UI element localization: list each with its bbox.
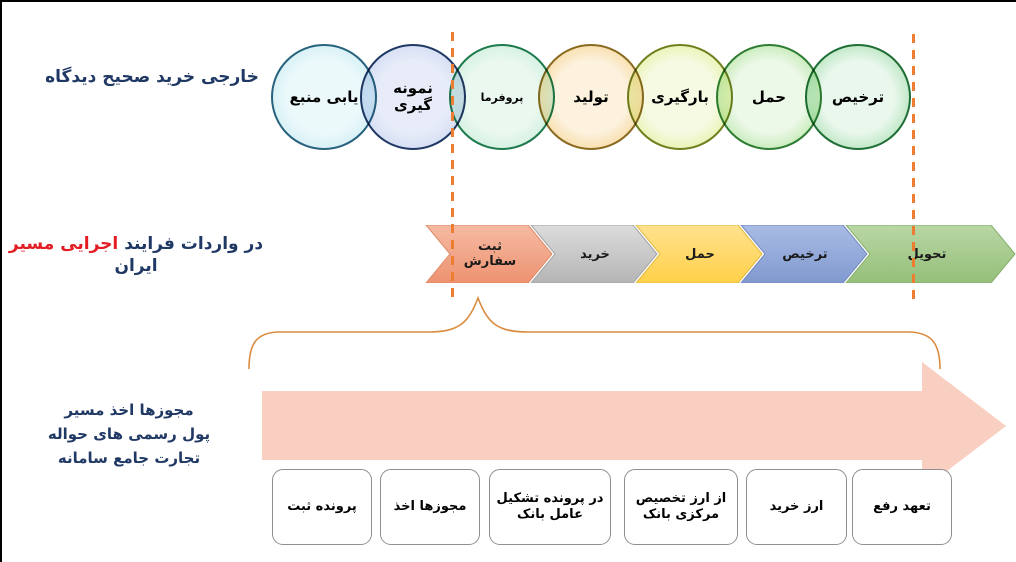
circle-production-label: تولید [573,87,609,106]
chevron-delivery-label: تحویل [907,246,947,262]
chevron-delivery: تحویل [857,225,997,283]
chevron-shipping: حمل [652,225,748,283]
circle-proforma: پروفرما [449,44,555,150]
box-currency-allocation-label: تخصیص ارز از بانک مرکزی [635,491,727,522]
chevron-shipping-shape [635,225,763,283]
circle-production: تولید [538,44,644,150]
brace-path [248,295,941,370]
chevron-order-registration: ثبت سفارش [442,225,538,283]
box-obligation-settlement-label: رفع تعهد [873,499,931,514]
box-bank-file-label: تشکیل پرونده در بانک عامل [496,491,604,522]
circle-proforma-label: پروفرما [480,90,524,104]
permits-path-label-line2: حواله های رسمی پول [47,425,211,443]
circle-sourcing-label: منبع یابی [289,87,359,106]
permits-path-label-line1: مسیر اخذ مجوزها [64,401,194,419]
box-permits-label: اخذ مجوزها [393,499,467,514]
brace-curve [248,295,941,370]
box-currency-purchase: خرید ارز [746,469,847,545]
chevron-shipping-label: حمل [685,246,715,262]
circle-loading: بارگیری [627,44,733,150]
chevron-purchase-shape [530,225,658,283]
circle-shipping: حمل [716,44,822,150]
box-file-registration: ثبت پرونده [272,469,372,545]
import-process-label-red: مسیر اجرایی [8,234,119,254]
box-bank-file: تشکیل پرونده در بانک عامل [489,469,611,545]
chevron-delivery-shape [845,225,1016,283]
permits-path-label: مسیر اخذ مجوزها حواله های رسمی پول سامان… [20,398,238,470]
circle-clearance: ترخیص [805,44,911,150]
chevron-clearance: ترخیص [757,225,853,283]
box-obligation-settlement: رفع تعهد [852,469,952,545]
box-permits: اخذ مجوزها [380,469,480,545]
chevron-order-registration-shape [425,225,553,283]
permits-flow-arrow [262,362,1006,490]
foreign-purchase-view-label: دیدگاه صحیح خرید خارجی [45,67,259,87]
circle-sampling-label: نمونه گیری [393,79,433,114]
chevron-purchase: خرید [547,225,643,283]
chevron-clearance-shape [740,225,868,283]
circle-clearance-label: ترخیص [831,87,885,106]
chevron-flow [425,225,1016,283]
box-file-registration-label: ثبت پرونده [287,499,357,514]
circle-sourcing: منبع یابی [271,44,377,150]
import-process-label-blue: فرایند واردات در ایران [114,234,264,276]
box-currency-allocation: تخصیص ارز از بانک مرکزی [624,469,738,545]
permits-path-label-line3: سامانه جامع تجارت [57,449,201,467]
circle-shipping-label: حمل [751,87,787,106]
dashed-divider-right [912,34,915,304]
import-process-label: مسیر اجرایی فرایند واردات در ایران [8,233,264,277]
chevron-order-registration-label: ثبت سفارش [463,239,517,269]
box-currency-purchase-label: خرید ارز [769,499,824,514]
chevron-purchase-label: خرید [580,246,610,262]
circle-loading-label: بارگیری [651,87,709,106]
chevron-clearance-label: ترخیص [782,246,828,262]
dashed-divider-left [451,32,454,304]
permits-flow-arrow-shape [262,362,1006,490]
